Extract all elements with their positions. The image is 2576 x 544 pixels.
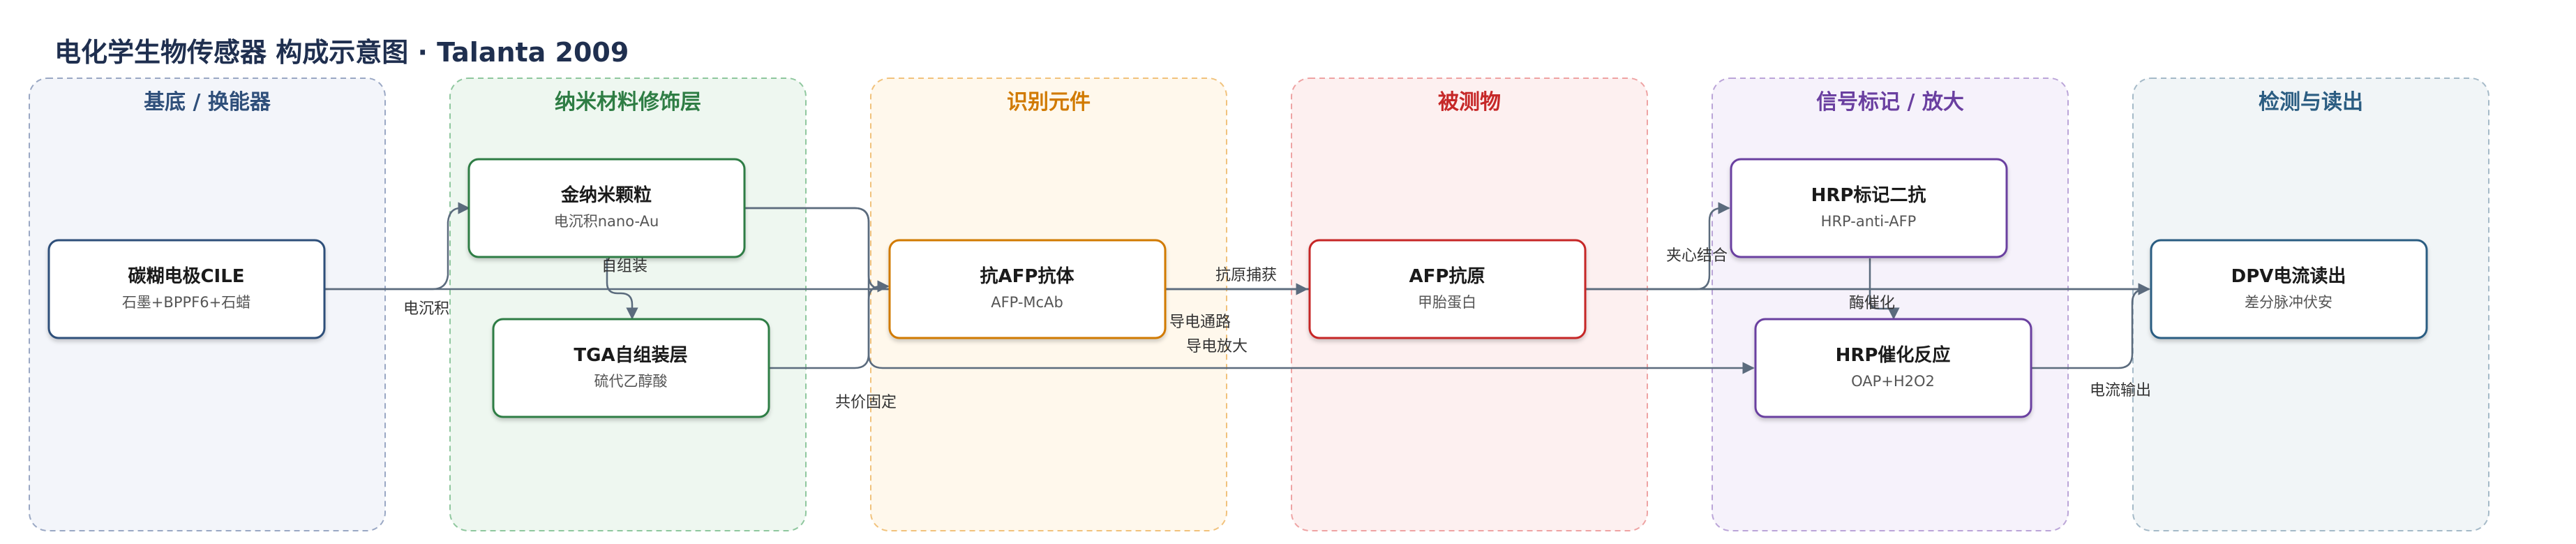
edge-hrpab-hrprxn: [1869, 258, 1900, 320]
node-afp-title: AFP抗原: [1409, 265, 1485, 287]
edges: [324, 202, 2150, 374]
node-antibody-sub: AFP-McAb: [991, 294, 1063, 311]
lane-title-analyte: 被测物: [1438, 90, 1501, 115]
edge-aunp-tga: [606, 258, 638, 320]
node-hrp-reaction-sub: OAP+H2O2: [1851, 373, 1935, 390]
node-cile-title: 碳糊电极CILE: [128, 266, 244, 287]
node-antibody: 抗AFP抗体 AFP-McAb: [888, 239, 1167, 339]
node-aunp-sub: 电沉积nano-Au: [554, 213, 659, 230]
node-tga: TGA自组装层 硫代乙醇酸: [492, 318, 770, 418]
edge-label-enzyme-catalysis: 酶催化: [1849, 295, 1895, 312]
edge-label-conduct-path: 导电通路: [1169, 314, 1231, 331]
node-dpv-title: DPV电流读出: [2231, 266, 2346, 287]
edge-label-electrodeposit: 电沉积: [403, 300, 449, 318]
node-aunp-title: 金纳米颗粒: [560, 184, 652, 206]
node-afp-sub: 甲胎蛋白: [1418, 294, 1476, 311]
edge-label-conduct-amplify: 导电放大: [1186, 338, 1248, 355]
node-hrp-antibody: HRP标记二抗 HRP-anti-AFP: [1730, 158, 2008, 258]
node-afp: AFP抗原 甲胎蛋白: [1308, 239, 1587, 339]
node-hrp-reaction: HRP催化反应 OAP+H2O2: [1754, 318, 2032, 418]
node-cile-sub: 石墨+BPPF6+石蜡: [122, 294, 250, 311]
node-tga-title: TGA自组装层: [574, 344, 687, 366]
lane-title-recognition: 识别元件: [1007, 90, 1091, 115]
node-hrp-reaction-title: HRP催化反应: [1836, 344, 1951, 366]
edge-aunp-hrprxn: [744, 207, 1755, 374]
node-cile: 碳糊电极CILE 石墨+BPPF6+石蜡: [47, 239, 326, 339]
edge-label-self-assembly: 自组装: [601, 258, 647, 275]
edge-label-sandwich: 夹心结合: [1666, 247, 1728, 265]
lane-title-substrate: 基底 / 换能器: [144, 90, 271, 115]
node-dpv: DPV电流读出 差分脉冲伏安: [2150, 239, 2428, 339]
lane-title-nano-material: 纳米材料修饰层: [555, 90, 701, 115]
diagram-title: 电化学生物传感器 构成示意图 · Talanta 2009: [54, 37, 629, 68]
node-dpv-sub: 差分脉冲伏安: [2245, 294, 2332, 311]
lane-nano-material: 纳米材料修饰层: [449, 78, 807, 531]
node-hrp-antibody-sub: HRP-anti-AFP: [1821, 213, 1917, 230]
node-aunp: 金纳米颗粒 电沉积nano-Au: [467, 158, 746, 258]
edge-label-covalent: 共价固定: [835, 394, 897, 411]
node-tga-sub: 硫代乙醇酸: [594, 373, 668, 390]
edge-label-current-output: 电流输出: [2090, 382, 2151, 399]
node-hrp-antibody-title: HRP标记二抗: [1811, 184, 1926, 206]
lane-title-signal: 信号标记 / 放大: [1816, 90, 1964, 115]
node-antibody-title: 抗AFP抗体: [980, 265, 1075, 287]
lane-title-detection: 检测与读出: [2259, 90, 2363, 115]
edge-label-antigen-capture: 抗原捕获: [1215, 267, 1277, 284]
